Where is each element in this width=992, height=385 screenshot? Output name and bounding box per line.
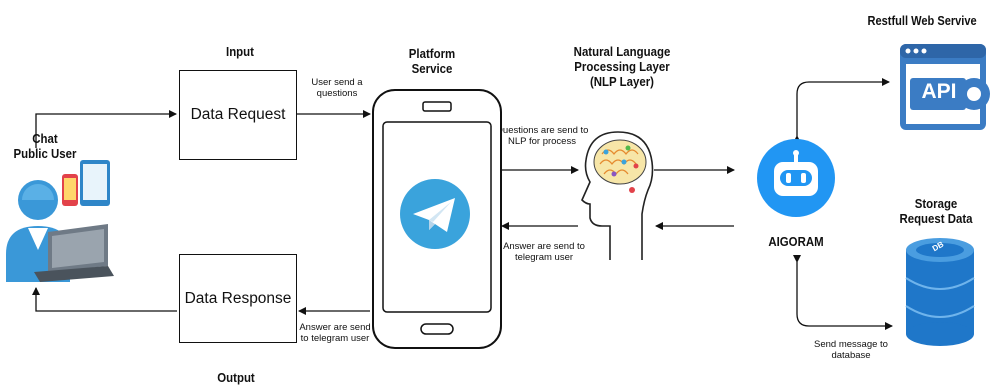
data-request-box: Data Request bbox=[179, 70, 297, 160]
brain-head-icon bbox=[581, 131, 654, 260]
data-request-label: Data Request bbox=[190, 106, 286, 123]
input-title: Input bbox=[226, 44, 254, 59]
platform-title: Platform Service bbox=[408, 46, 456, 76]
data-response-label: Data Response bbox=[184, 289, 292, 307]
edge-label-questions-send: Questions are send to NLP for process bbox=[495, 125, 589, 147]
arrow-user-to-request bbox=[35, 110, 177, 148]
aigoram-label: AIGORAM bbox=[768, 234, 824, 249]
database-icon bbox=[905, 238, 975, 346]
data-response-box: Data Response bbox=[179, 254, 297, 343]
telegram-icon bbox=[400, 179, 470, 249]
chat-user-title: Chat Public User bbox=[13, 131, 77, 161]
chat-user-icon bbox=[6, 160, 114, 282]
edge-label-answer-telegram: Answer are send to telegram user bbox=[503, 241, 585, 263]
api-icon bbox=[900, 44, 990, 130]
arrow-response-to-user bbox=[32, 287, 177, 312]
storage-title: Storage Request Data bbox=[899, 196, 973, 226]
arrow-aigoram-db bbox=[793, 255, 893, 330]
arrow-aigoram-api bbox=[793, 78, 890, 143]
api-text: API bbox=[921, 80, 957, 103]
edge-label-answer-send: Answer are send to telegram user bbox=[299, 322, 371, 344]
edge-label-user-send: User send a questions bbox=[311, 77, 363, 99]
robot-icon bbox=[757, 139, 835, 217]
output-title: Output bbox=[217, 370, 255, 385]
restful-title: Restfull Web Servive bbox=[867, 13, 977, 28]
nlp-title: Natural Language Processing Layer (NLP L… bbox=[573, 44, 671, 89]
edge-label-send-message: Send message to database bbox=[814, 339, 888, 361]
